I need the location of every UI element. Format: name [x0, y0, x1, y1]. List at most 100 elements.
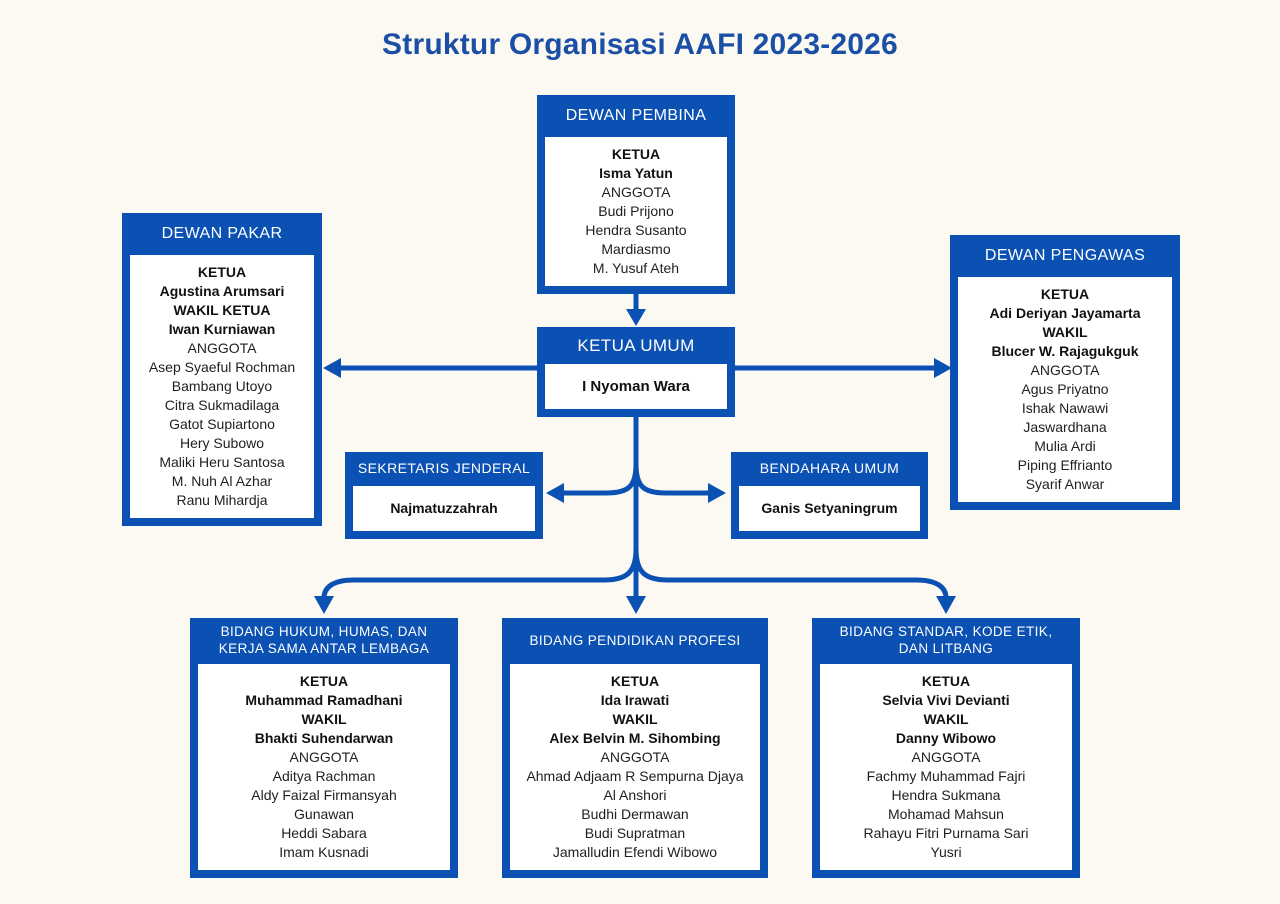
member-line: Jamalludin Efendi Wibowo: [552, 844, 718, 860]
member-line: Budi Supratman: [584, 825, 686, 841]
member-line: Alex Belvin M. Sihombing: [549, 730, 721, 746]
bidang-standar-title: BIDANG STANDAR, KODE ETIK, DAN LITBANG: [839, 624, 1053, 656]
bidang-hukum-title: BIDANG HUKUM, HUMAS, DAN KERJA SAMA ANTA…: [218, 624, 430, 656]
ketua-umum-title: KETUA UMUM: [577, 336, 695, 355]
member-line: Rahayu Fitri Purnama Sari: [863, 825, 1029, 841]
member-line: Danny Wibowo: [895, 730, 997, 746]
member-line: WAKIL: [923, 711, 969, 727]
member-line: Piping Effrianto: [1017, 457, 1113, 473]
member-line: Gunawan: [294, 806, 354, 822]
member-line: ANGGOTA: [289, 749, 359, 765]
member-line: Ranu Mihardja: [176, 492, 268, 508]
sekretaris-jenderal-title: SEKRETARIS JENDERAL: [357, 460, 531, 476]
member-line: I Nyoman Wara: [582, 378, 690, 396]
member-line: Selvia Vivi Devianti: [882, 692, 1010, 708]
member-line: KETUA: [197, 264, 247, 280]
bendahara-umum-name: Ganis Setyaningrum: [739, 485, 920, 531]
bidang-hukum-box: BIDANG HUKUM, HUMAS, DAN KERJA SAMA ANTA…: [190, 618, 458, 878]
member-line: Ida Irawati: [600, 692, 670, 708]
arrowhead-down-standar: [936, 596, 956, 614]
member-line: Asep Syaeful Rochman: [148, 359, 296, 375]
bendahara-umum-title: BENDAHARA UMUM: [759, 460, 900, 476]
connector-branch-bendahara: [633, 463, 708, 496]
connector-rail-right: [633, 548, 949, 599]
member-line: M. Yusuf Ateh: [592, 260, 680, 276]
member-line: Al Anshori: [603, 787, 667, 803]
member-line: Jaswardhana: [1023, 419, 1107, 435]
sekretaris-jenderal-name: Najmatuzzahrah: [353, 485, 535, 531]
member-line: WAKIL: [1042, 324, 1088, 340]
member-line: Iwan Kurniawan: [168, 321, 276, 337]
member-line: Imam Kusnadi: [279, 844, 369, 860]
member-line: Budhi Dermawan: [581, 806, 689, 822]
member-line: M. Nuh Al Azhar: [171, 473, 273, 489]
bidang-pendidikan-title: BIDANG PENDIDIKAN PROFESI: [529, 632, 741, 648]
member-line: Agus Priyatno: [1021, 381, 1109, 397]
member-line: Ganis Setyaningrum: [761, 499, 898, 516]
member-line: Agustina Arumsari: [159, 283, 285, 299]
member-line: ANGGOTA: [601, 184, 671, 200]
connector-rail-left: [321, 548, 639, 599]
ketua-umum-name: I Nyoman Wara: [545, 364, 727, 410]
arrowhead-down-pendidikan: [626, 596, 646, 614]
member-line: Syarif Anwar: [1025, 476, 1105, 492]
connector-branch-sekjen: [564, 463, 639, 496]
member-line: Blucer W. Rajagukguk: [991, 343, 1139, 359]
member-line: KETUA: [299, 673, 349, 689]
arrowhead-down-ketua: [626, 309, 646, 326]
member-line: Heddi Sabara: [281, 825, 367, 841]
dewan-pakar-title: DEWAN PAKAR: [161, 225, 283, 242]
member-line: Hendra Sukmana: [891, 787, 1001, 803]
arrowhead-left-sekjen: [546, 483, 564, 503]
page-title: Struktur Organisasi AAFI 2023-2026: [382, 28, 898, 61]
member-line: ANGGOTA: [187, 340, 257, 356]
sekretaris-jenderal-box: SEKRETARIS JENDERAL Najmatuzzahrah: [345, 452, 543, 539]
member-line: WAKIL KETUA: [173, 302, 271, 318]
member-line: Muhammad Ramadhani: [245, 692, 403, 708]
dewan-pembina-title: DEWAN PEMBINA: [565, 107, 707, 124]
arrowhead-left-pakar: [323, 358, 341, 378]
member-line: Hery Subowo: [179, 435, 265, 451]
member-line: KETUA: [921, 673, 971, 689]
member-line: KETUA: [611, 146, 661, 162]
member-line: Hendra Susanto: [585, 222, 687, 238]
arrowhead-down-hukum: [314, 596, 334, 614]
member-line: ANGGOTA: [911, 749, 981, 765]
member-line: WAKIL: [301, 711, 347, 727]
bidang-pendidikan-box: BIDANG PENDIDIKAN PROFESI KETUA Ida Irawa…: [502, 618, 768, 878]
member-line: Budi Prijono: [598, 203, 674, 219]
member-line: Bambang Utoyo: [171, 378, 273, 394]
bendahara-umum-box: BENDAHARA UMUM Ganis Setyaningrum: [731, 452, 928, 539]
ketua-umum-box: KETUA UMUM I Nyoman Wara: [537, 327, 735, 418]
member-line: Gatot Supiartono: [169, 416, 275, 432]
arrowhead-right-bendahara: [708, 483, 726, 503]
member-line: Aditya Rachman: [272, 768, 376, 784]
member-line: ANGGOTA: [1030, 362, 1100, 378]
member-line: KETUA: [610, 673, 660, 689]
member-line: Maliki Heru Santosa: [159, 454, 285, 470]
member-line: WAKIL: [612, 711, 658, 727]
member-line: Yusri: [930, 844, 962, 860]
member-line: Mohamad Mahsun: [888, 806, 1004, 822]
member-line: Mulia Ardi: [1034, 438, 1096, 454]
bidang-standar-box: BIDANG STANDAR, KODE ETIK, DAN LITBANG K…: [812, 618, 1080, 878]
member-line: Najmatuzzahrah: [390, 499, 498, 516]
member-line: KETUA: [1040, 286, 1090, 302]
member-line: Adi Deriyan Jayamarta: [989, 305, 1141, 321]
member-line: Ahmad Adjaam R Sempurna Djaya: [526, 768, 744, 784]
member-line: Ishak Nawawi: [1021, 400, 1109, 416]
member-line: ANGGOTA: [600, 749, 670, 765]
member-line: Fachmy Muhammad Fajri: [866, 768, 1026, 784]
member-line: Mardiasmo: [601, 241, 671, 257]
arrowhead-right-pengawas: [934, 358, 952, 378]
